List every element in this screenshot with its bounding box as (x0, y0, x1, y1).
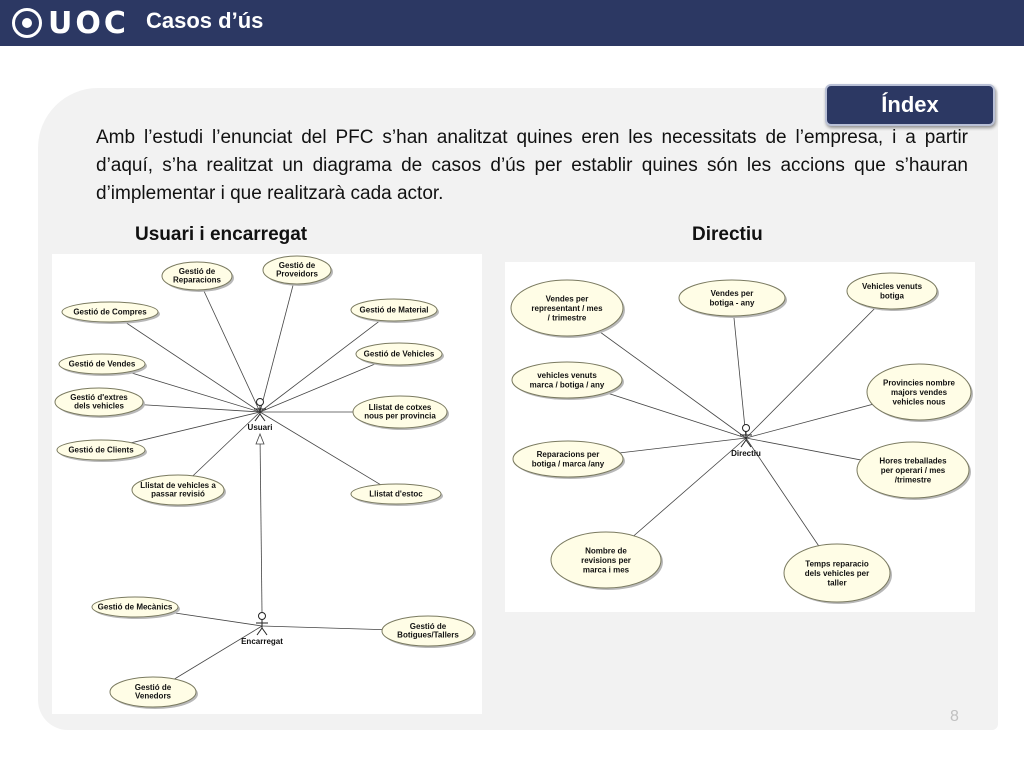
use-case-label: botiga (880, 292, 905, 301)
use-case-label: Vendes per (711, 289, 754, 298)
use-case-label: / trimestre (548, 313, 587, 322)
use-case-label: Llistat de vehicles a (140, 481, 216, 490)
use-case-label: Vehicles venuts (862, 282, 923, 291)
use-case-usuari: Gestió de Vehicles (355, 342, 444, 367)
page-title: Casos d’ús (146, 8, 264, 33)
use-case-label: Nombre de (585, 546, 627, 555)
use-case-label: Venedors (135, 692, 172, 701)
use-case-label: Vendes per (546, 294, 589, 303)
association-line (109, 311, 261, 413)
intro-paragraph: Amb l’estudi l’enunciat del PFC s’han an… (96, 127, 968, 204)
actor-label: Usuari (248, 423, 273, 432)
use-case-usuari: Gestió de Compres (61, 301, 160, 324)
use-case-label: Gestió de Clients (68, 445, 134, 454)
association-line (259, 269, 298, 413)
use-case-label: dels vehicles per (805, 569, 869, 578)
heading-directiu: Directiu (692, 224, 763, 245)
use-case-label: Proveidors (276, 270, 318, 279)
use-case-label: Reparacions (173, 276, 222, 285)
use-case-label: majors vendes (891, 388, 948, 397)
use-case-label: Gestió de (410, 622, 447, 631)
use-case-usuari: Llistat d'estoc (350, 483, 443, 506)
use-case-label: representant / mes (531, 304, 603, 313)
generalization-arrowhead (255, 432, 265, 445)
use-case-label: Llistat d'estoc (369, 489, 423, 498)
index-button[interactable]: Índex (825, 84, 995, 126)
association-line (196, 275, 261, 413)
header-bar: UOC Casos d’ús (0, 0, 1024, 46)
use-case-label: Gestió de Vendes (69, 359, 136, 368)
use-case-label: Provincies nombre (883, 378, 956, 387)
use-case-encarregat: Gestió de Mecànics (91, 596, 180, 619)
actor-label: Directiu (731, 449, 761, 458)
actor-label: Encarregat (241, 637, 283, 646)
association-line (259, 309, 395, 413)
use-case-label: Hores treballades (879, 456, 947, 465)
use-case-label: nous per provincia (364, 412, 436, 421)
use-case-label: Reparacions per (537, 450, 600, 459)
actor-directiu: Directiu (731, 424, 761, 458)
heading-usuari-encarregat: Usuari i encarregat (135, 224, 308, 245)
use-case-label: Gestió de Vehicles (364, 349, 435, 358)
use-case-label: Gestió de Compres (73, 307, 147, 316)
generalization-line (259, 433, 263, 613)
use-case-label: Gestió d'extres (70, 393, 128, 402)
use-case-label: botiga - any (710, 299, 755, 308)
logo-text: UOC (48, 6, 129, 41)
actor-encarregat: Encarregat (241, 612, 283, 646)
use-case-label: passar revisió (151, 490, 205, 499)
use-case-label: Gestió de Material (360, 305, 429, 314)
use-case-label: Llistat de cotxes (369, 403, 432, 412)
page-number: 8 (950, 708, 959, 725)
use-case-label: botiga / marca /any (532, 460, 605, 469)
use-case-label: marca / botiga / any (530, 381, 605, 390)
use-case-label: Gestió de (179, 267, 216, 276)
use-case-label: dels vehicles (74, 402, 124, 411)
actor-usuari: Usuari (248, 398, 273, 432)
association-line (745, 290, 893, 439)
logo-circle-icon (12, 8, 42, 38)
use-case-label: Botigues/Tallers (397, 631, 459, 640)
association-line (259, 411, 397, 495)
association-line (731, 297, 747, 439)
use-case-label: Gestió de (135, 683, 172, 692)
use-case-label: taller (827, 578, 846, 587)
use-case-label: Gestió de Mecànics (98, 602, 173, 611)
use-case-usuari: Gestió de Clients (56, 439, 147, 462)
use-case-usuari: Gestió de Material (350, 298, 439, 323)
use-case-label: Gestió de (279, 261, 316, 270)
use-case-label: marca i mes (583, 565, 630, 574)
use-case-label: per operari / mes (881, 466, 946, 475)
use-case-label: vehicles nous (893, 397, 946, 406)
use-case-usuari: Gestió de Vendes (58, 353, 147, 376)
use-case-label: revisions per (581, 556, 631, 565)
uoc-logo: UOC (12, 6, 136, 41)
use-case-label: Temps reparacio (805, 559, 869, 568)
use-case-label: vehicles venuts (537, 371, 597, 380)
use-case-label: /trimestre (895, 475, 932, 484)
